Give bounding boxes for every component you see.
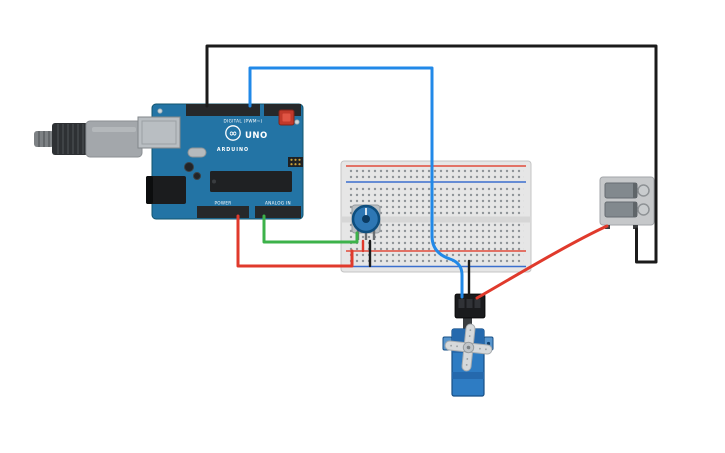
battery-terminal (637, 203, 650, 216)
wire-battery-plus-to-servo[interactable] (475, 224, 609, 300)
reset-button-cap (282, 113, 291, 122)
horn-hole (465, 364, 468, 366)
horn-hole (456, 345, 458, 348)
horn-hole (466, 358, 469, 360)
connector-slot (458, 299, 465, 308)
battery-pin-negative[interactable] (633, 225, 638, 229)
servo-horn[interactable] (443, 322, 495, 374)
rail-holes-top[interactable] (348, 168, 524, 180)
crystal-oscillator (187, 147, 207, 158)
wire-5v-to-bottom-rail[interactable] (236, 214, 354, 268)
capacitor (184, 162, 194, 172)
battery-cell (604, 182, 638, 199)
battery-pack[interactable] (599, 176, 655, 229)
servo-ribbon (463, 314, 472, 332)
chip-notch (212, 179, 216, 184)
horn-hole (450, 344, 452, 347)
analog-label: ANALOG IN (265, 201, 291, 206)
usb-cable[interactable] (34, 120, 143, 158)
mounting-hole (157, 108, 163, 114)
connector-slot (474, 299, 481, 308)
horn-hole (479, 347, 481, 350)
battery-cell-cap (633, 183, 637, 198)
wire-ground-arduino-to-battery[interactable] (205, 44, 658, 264)
power-header[interactable] (197, 206, 249, 218)
center-groove (341, 216, 531, 223)
usb-port[interactable] (137, 116, 181, 149)
icsp-pin (298, 163, 301, 166)
power-jack-face (146, 176, 153, 204)
potentiometer-leg (372, 230, 376, 240)
arduino-uno[interactable]: DIGITAL (PWM~) ∞ UNO ARDUINO POWER ANALO… (137, 103, 304, 220)
analog-header[interactable] (255, 206, 301, 218)
power-label: POWER (214, 201, 231, 206)
wire-signal-arduino-to-servo[interactable] (248, 66, 464, 299)
icsp-pin (294, 158, 297, 161)
brand-label: ARDUINO (217, 147, 249, 153)
icsp-header[interactable] (288, 157, 303, 167)
battery-cell-cap (633, 202, 637, 217)
icsp-pin (294, 163, 297, 166)
servo-bottom-band (452, 372, 484, 379)
digital-header-left[interactable] (186, 104, 260, 116)
usb-plug-shell-detail (92, 127, 136, 132)
servo-motor[interactable] (442, 293, 495, 397)
potentiometer[interactable] (351, 204, 381, 240)
digital-label: DIGITAL (PWM~) (224, 119, 263, 124)
mounting-hole (294, 119, 300, 125)
atmega-chip (210, 171, 292, 192)
icsp-pin (290, 158, 293, 161)
potentiometer-leg (364, 230, 368, 240)
arduino-logo-icon (225, 125, 241, 141)
battery-terminal (637, 184, 650, 197)
usb-port-detail (141, 120, 177, 145)
icsp-pin (298, 158, 301, 161)
horn-hole (485, 348, 487, 351)
horn-hole (468, 335, 471, 337)
capacitor (193, 172, 201, 180)
connector-slot (466, 299, 473, 308)
icsp-pin (290, 163, 293, 166)
knob-center (362, 215, 370, 223)
wire-pot-wiper-to-a0[interactable] (262, 214, 359, 244)
power-jack[interactable] (146, 176, 186, 204)
horn-screw (466, 345, 471, 350)
model-label: UNO (245, 131, 268, 141)
flange-hole (486, 341, 491, 346)
infinity-icon: ∞ (229, 129, 237, 140)
usb-plug-shell (85, 120, 143, 158)
rail-holes-bottom[interactable] (348, 252, 524, 264)
battery-cell (604, 201, 638, 218)
horn-hole (469, 329, 472, 331)
